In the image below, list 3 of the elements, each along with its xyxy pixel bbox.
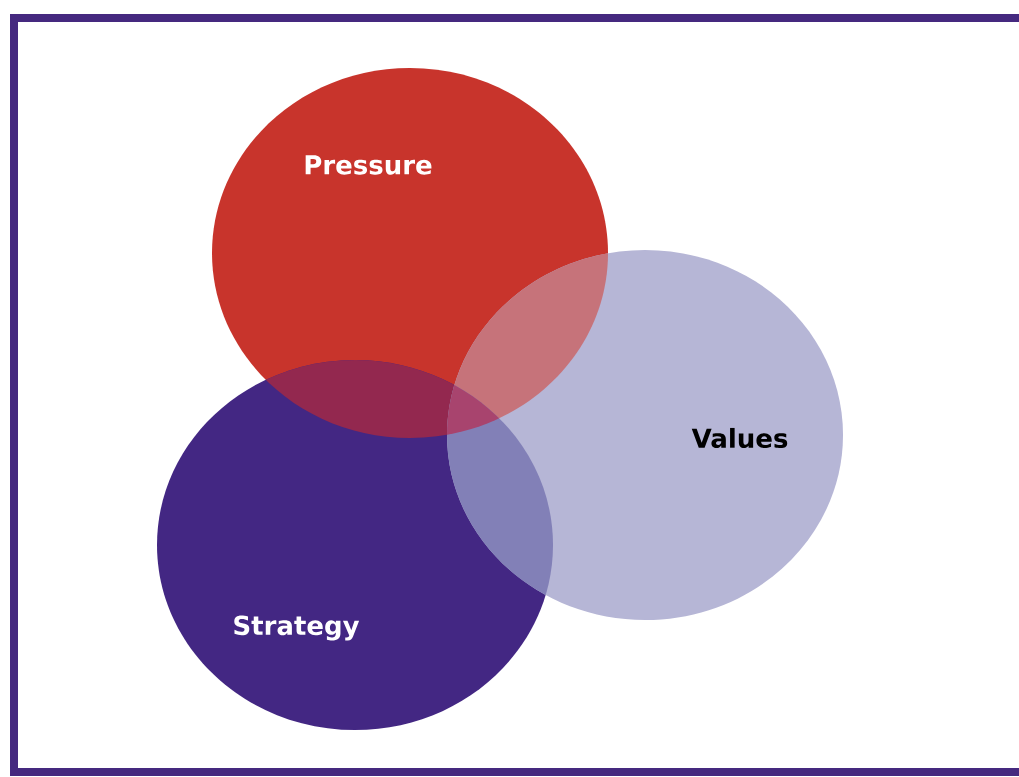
circle-label: Pressure [305,155,432,175]
circle-label: Values [691,427,788,449]
circle-label: Strategy [234,615,360,641]
